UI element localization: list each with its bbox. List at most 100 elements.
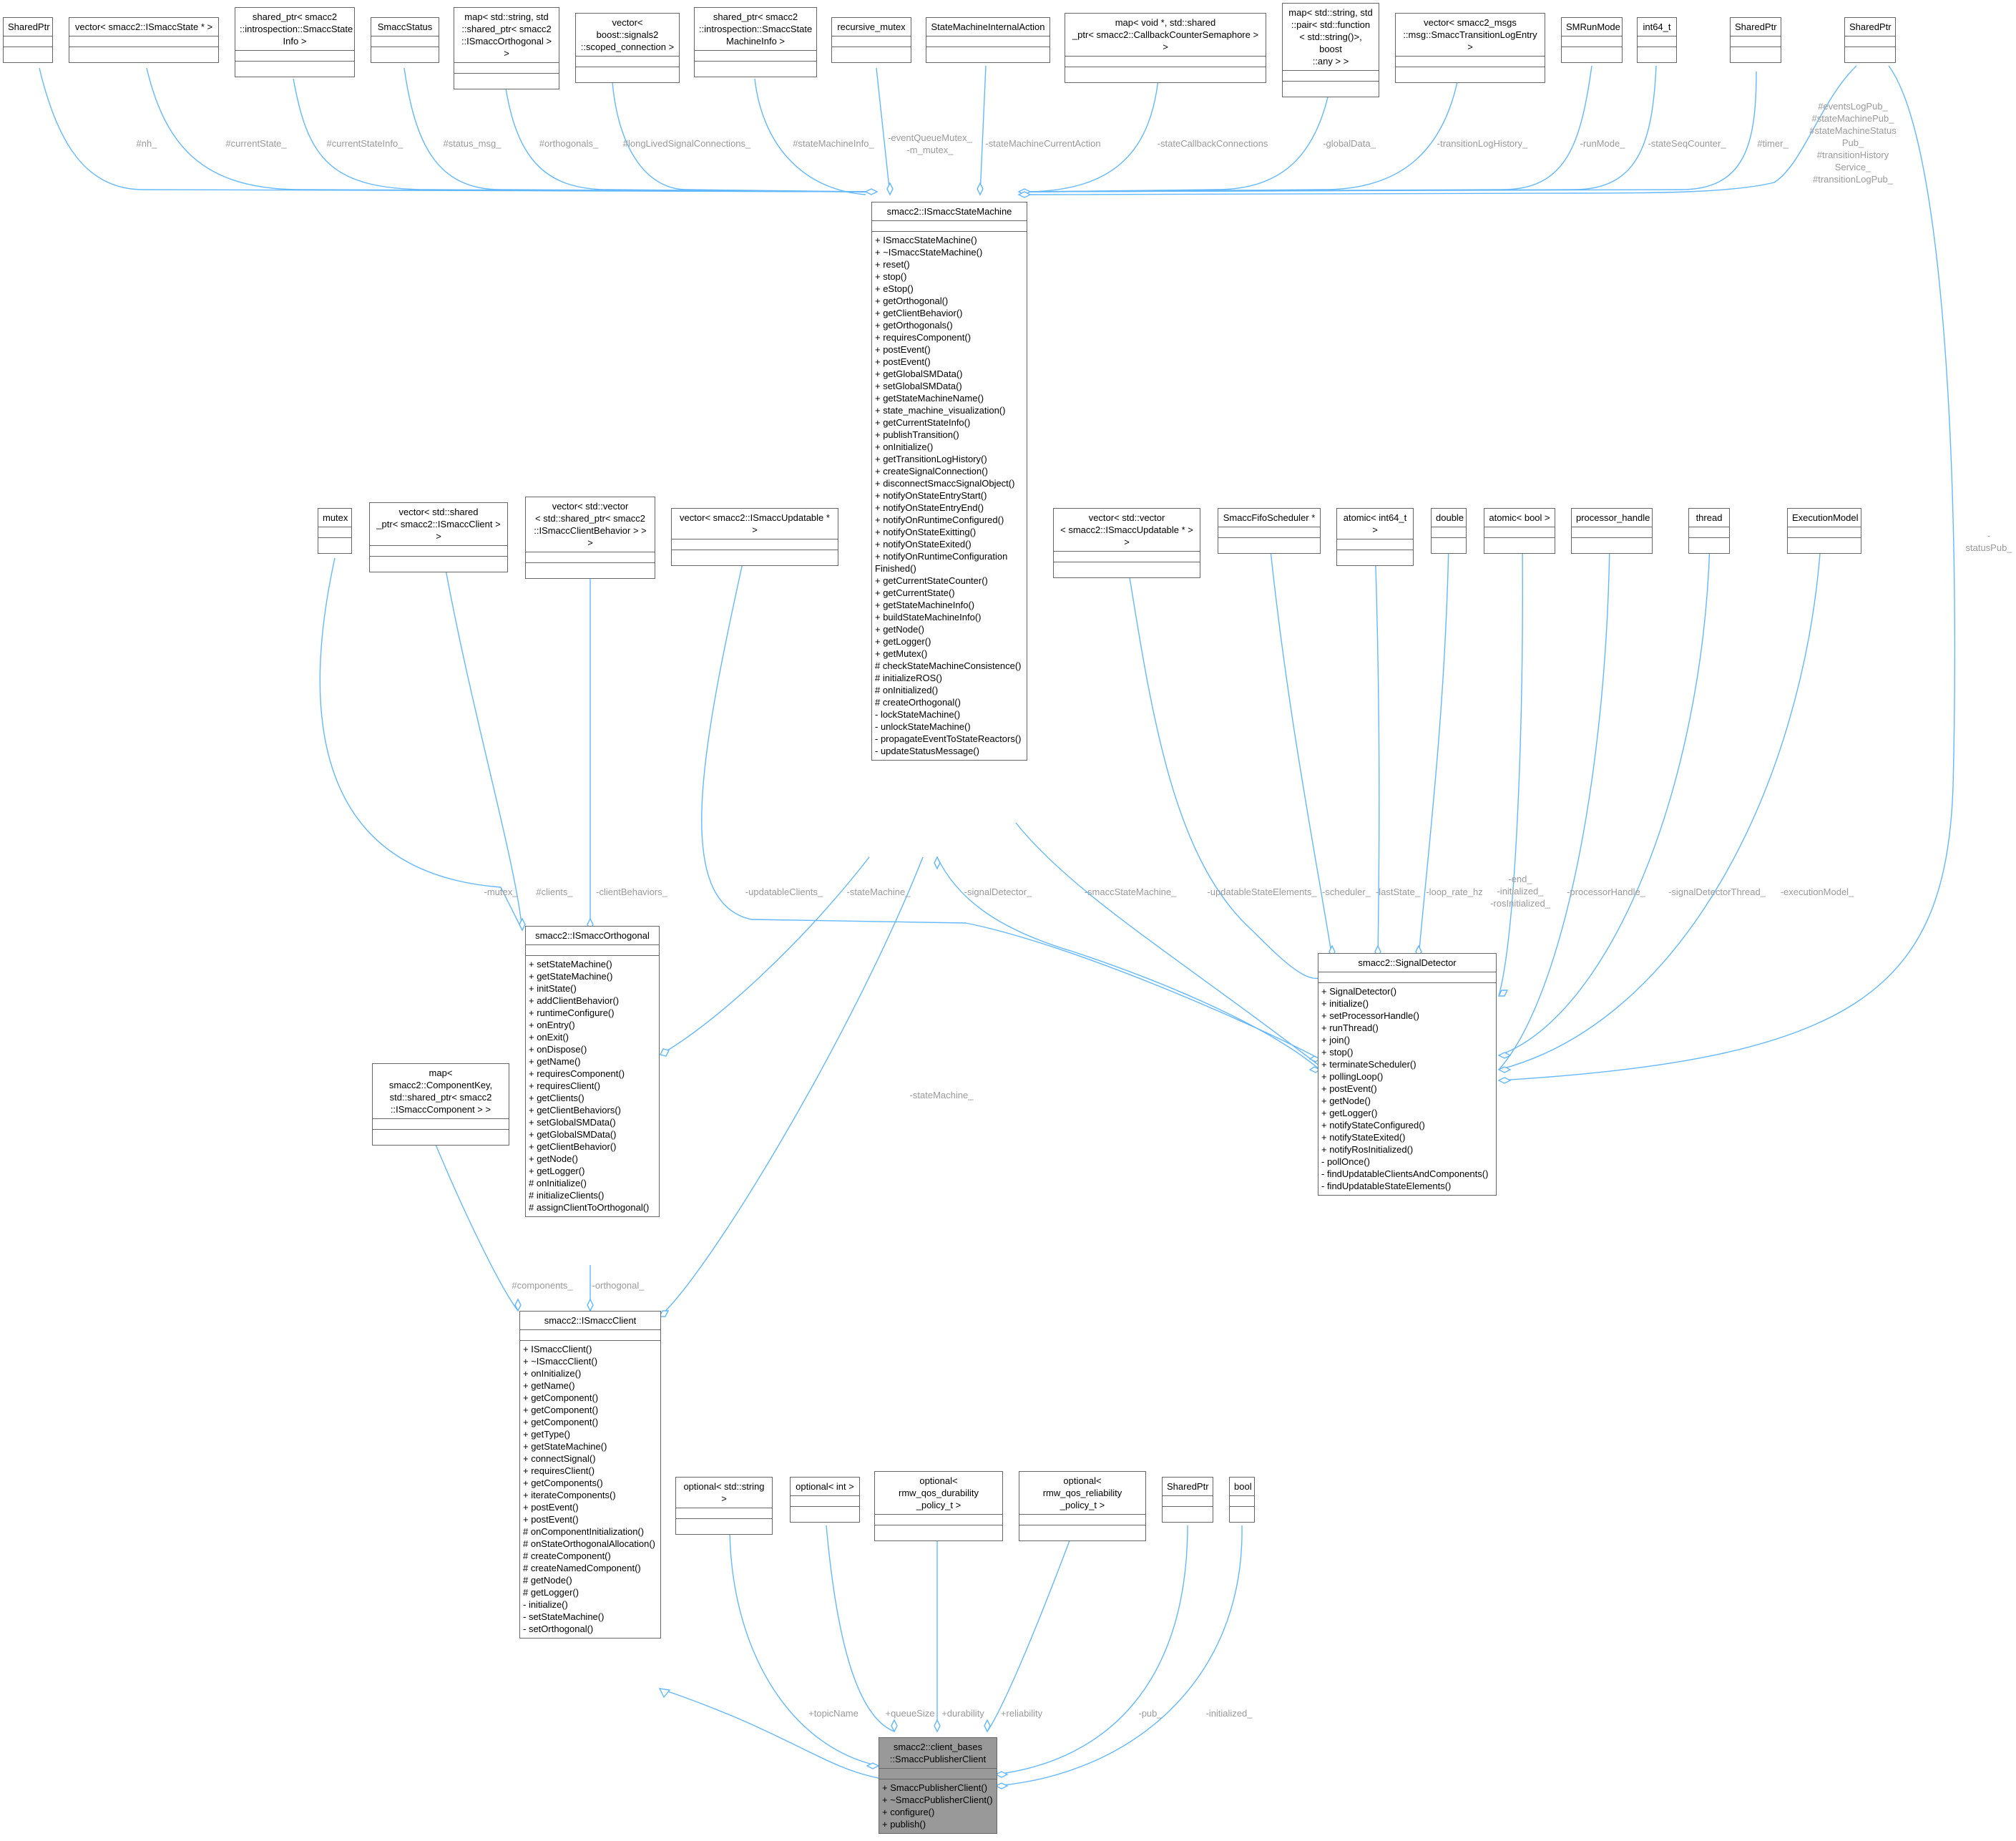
node-methods — [1396, 67, 1545, 82]
node-methods — [1484, 538, 1555, 553]
method-item: + state_machine_visualization() — [875, 405, 1006, 416]
diamond-sd-1 — [1308, 1055, 1321, 1063]
edge-mutex — [319, 557, 523, 931]
edge-global-data — [1029, 84, 1331, 192]
node-methods: + SmaccPublisherClient()+ ~SmaccPublishe… — [879, 1779, 997, 1833]
method-item: + notifyRosInitialized() — [1321, 1144, 1414, 1155]
method-item: + onInitialize() — [875, 441, 934, 452]
node-vec-scoped[interactable]: vector< boost::signals2 ::scoped_connect… — [575, 13, 680, 83]
node-atomic-int64[interactable]: atomic< int64_t > — [1336, 508, 1414, 566]
node-publisher-client[interactable]: smacc2::client_bases ::SmaccPublisherCli… — [879, 1737, 997, 1834]
method-item: + notifyOnStateExited() — [875, 539, 972, 550]
node-opt-string[interactable]: optional< std::string > — [675, 1477, 773, 1535]
node-orthogonal[interactable]: smacc2::ISmaccOrthogonal + setStateMachi… — [525, 926, 660, 1217]
node-atomic-bool[interactable]: atomic< bool > — [1484, 508, 1555, 554]
method-item: + getComponent() — [523, 1417, 599, 1427]
method-item: + getCurrentStateInfo() — [875, 417, 971, 428]
node-vec-vec-updatable[interactable]: vector< std::vector < smacc2::ISmaccUpda… — [1053, 508, 1200, 578]
diamond-sd-6 — [1497, 990, 1509, 997]
edge-queue-size — [826, 1525, 895, 1732]
node-bool[interactable]: bool — [1229, 1477, 1255, 1523]
node-vec-client-behaviors[interactable]: vector< std::vector < std::shared_ptr< s… — [525, 497, 655, 579]
edge-run-mode — [1029, 65, 1592, 192]
edge-label: -mutex_ — [484, 887, 518, 897]
node-sharedptr-timer[interactable]: SharedPtr — [1730, 17, 1781, 63]
node-methods — [1432, 538, 1466, 553]
edge-label: #status_msg_ — [443, 138, 501, 149]
node-state-machine[interactable]: smacc2::ISmaccStateMachine + ISmaccState… — [871, 202, 1027, 761]
node-double[interactable]: double — [1431, 508, 1467, 554]
node-attributes — [4, 36, 52, 47]
node-title: smacc2::ISmaccClient — [520, 1312, 660, 1330]
edge-orthogonals — [504, 78, 866, 192]
edge-label: -orthogonal_ — [592, 1280, 645, 1291]
edge-state-callback — [1029, 72, 1160, 192]
diamond-client-2 — [587, 1298, 594, 1312]
node-client[interactable]: smacc2::ISmaccClient + ISmaccClient()+ ~… — [519, 1311, 661, 1639]
node-recursive-mutex[interactable]: recursive_mutex — [831, 17, 911, 63]
node-signal-detector[interactable]: smacc2::SignalDetector + SignalDetector(… — [1318, 953, 1497, 1196]
node-title: map< std::string, std ::pair< std::funct… — [1283, 4, 1379, 71]
node-sharedptr-pubs[interactable]: SharedPtr — [1844, 17, 1896, 63]
node-attributes — [926, 36, 1049, 47]
node-opt-int[interactable]: optional< int > — [790, 1477, 860, 1523]
node-methods — [235, 62, 354, 77]
node-methods — [576, 67, 679, 82]
node-attributes — [1318, 972, 1496, 983]
node-attributes — [520, 1330, 660, 1341]
node-map-global-data[interactable]: map< std::string, std ::pair< std::funct… — [1282, 3, 1379, 97]
method-item: + runThread() — [1321, 1022, 1379, 1033]
method-item: + eStop() — [875, 283, 914, 294]
method-item: + getGlobalSMData() — [875, 368, 963, 379]
edge-label: -processorHandle_ — [1567, 887, 1645, 897]
node-execution-model[interactable]: ExecutionModel — [1787, 508, 1861, 554]
node-vec-states[interactable]: vector< smacc2::ISmaccState * > — [69, 17, 219, 63]
node-sharedptr-pub[interactable]: SharedPtr — [1162, 1477, 1213, 1523]
method-item: - updateStatusMessage() — [875, 746, 979, 756]
node-vec-clients[interactable]: vector< std::shared _ptr< smacc2::ISmacc… — [369, 502, 508, 572]
node-sm-internal-action[interactable]: StateMachineInternalAction — [926, 17, 1050, 63]
edge-processor-handle — [1498, 543, 1610, 1070]
node-shared-stateinfo[interactable]: shared_ptr< smacc2 ::introspection::Smac… — [235, 7, 355, 77]
node-smacc-status[interactable]: SmaccStatus — [371, 17, 439, 63]
method-item: + ~SmaccPublisherClient() — [882, 1794, 993, 1805]
node-methods: + setStateMachine()+ getStateMachine()+ … — [526, 956, 659, 1216]
method-item: # assignClientToOrthogonal() — [529, 1202, 650, 1213]
node-methods — [454, 74, 559, 89]
edge-sd-sm-1 — [936, 856, 1321, 1070]
node-sharedptr-nh[interactable]: SharedPtr — [3, 17, 53, 63]
node-shared-sminfo[interactable]: shared_ptr< smacc2 ::introspection::Smac… — [694, 7, 817, 77]
edge-updatable-state — [1126, 559, 1333, 980]
edge-label: -eventQueueMutex_ -m_mutex_ — [888, 132, 972, 155]
node-processor-handle[interactable]: processor_handle — [1571, 508, 1653, 554]
node-vec-updatable[interactable]: vector< smacc2::ISmaccUpdatable * > — [671, 508, 838, 566]
node-title: SMRunMode — [1562, 18, 1622, 36]
diamond-sd-9 — [1497, 1077, 1512, 1084]
node-attributes — [1283, 71, 1379, 82]
method-item: - pollOnce() — [1321, 1156, 1370, 1167]
node-map-orthogonals[interactable]: map< std::string, std ::shared_ptr< smac… — [454, 7, 559, 89]
method-item: + getNode() — [529, 1153, 579, 1164]
method-item: + getClientBehavior() — [529, 1141, 617, 1152]
node-map-components[interactable]: map< smacc2::ComponentKey, std::shared_p… — [372, 1063, 509, 1146]
node-map-callback-sem[interactable]: map< void *, std::shared _ptr< smacc2::C… — [1065, 13, 1266, 83]
node-methods — [1638, 47, 1676, 62]
method-item: + getClients() — [529, 1093, 584, 1103]
node-sm-run-mode[interactable]: SMRunMode — [1561, 17, 1623, 63]
node-fifo-scheduler[interactable]: SmaccFifoScheduler * — [1218, 508, 1321, 554]
node-attributes — [1731, 36, 1781, 47]
edge-status-pub — [1498, 65, 1956, 1081]
method-item: - initialize() — [523, 1599, 568, 1610]
edge-label: -scheduler_ — [1322, 887, 1371, 897]
node-thread[interactable]: thread — [1688, 508, 1730, 554]
method-item: + getClientBehavior() — [875, 308, 963, 318]
node-title: vector< smacc2::ISmaccUpdatable * > — [672, 509, 838, 539]
node-vec-transition-log[interactable]: vector< smacc2_msgs ::msg::SmaccTransiti… — [1395, 13, 1545, 83]
edge-label: #currentStateInfo_ — [326, 138, 403, 149]
node-opt-reliability[interactable]: optional< rmw_qos_reliability _policy_t … — [1019, 1471, 1146, 1541]
node-opt-durability[interactable]: optional< rmw_qos_durability _policy_t > — [874, 1471, 1003, 1541]
node-mutex[interactable]: mutex — [318, 508, 352, 554]
inherit-arrow — [658, 1688, 671, 1699]
node-int64[interactable]: int64_t — [1637, 17, 1677, 63]
